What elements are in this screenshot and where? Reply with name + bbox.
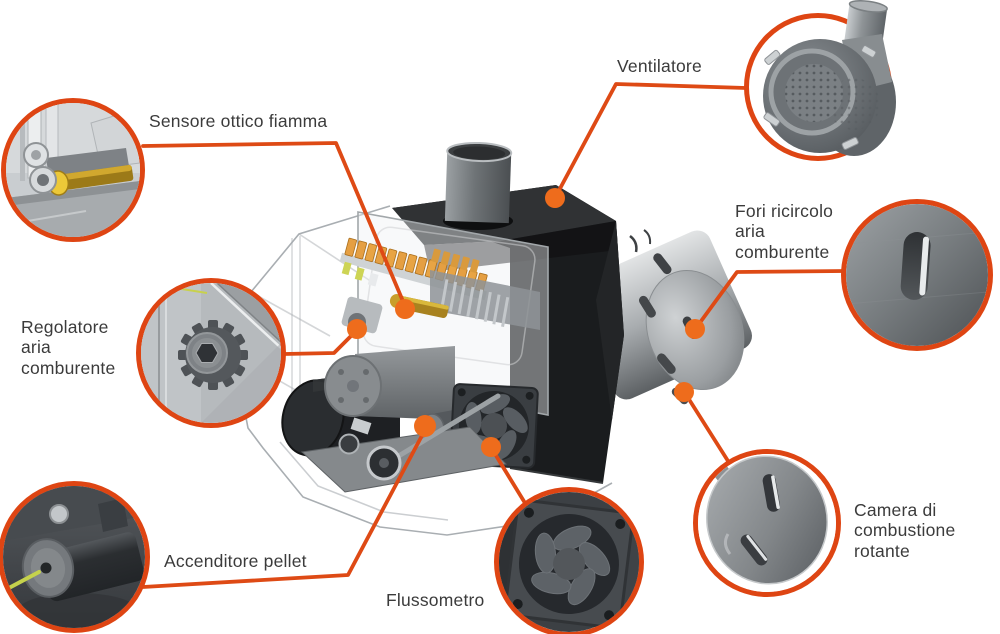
sensor-photo (6, 103, 140, 237)
dot-camera (674, 382, 694, 402)
leader-accenditore (141, 426, 428, 589)
leader-fori (694, 269, 847, 330)
igniter-photo (3, 486, 145, 628)
dot-ventilatore (545, 188, 565, 208)
dot-regolatore (347, 319, 367, 339)
dot-fori (685, 319, 705, 339)
callout-label-camera-combustione: Camera di combustione rotante (854, 500, 956, 561)
inset-fori-ricircolo (841, 199, 993, 351)
callout-label-regolatore-aria: Regolatore aria comburente (21, 317, 116, 378)
inset-flussometro (494, 487, 644, 634)
leader-sensore (141, 141, 407, 308)
leader-camera (683, 391, 730, 463)
callout-label-flussometro: Flussometro (386, 590, 485, 610)
recirculation-hole-photo (846, 204, 988, 346)
inset-sensore-ottico (1, 98, 145, 242)
callout-label-fori-ricircolo: Fori ricircolo aria comburente (735, 201, 834, 262)
inset-regolatore-aria (136, 278, 286, 428)
combustion-chamber-photo (698, 454, 836, 592)
flue-pipe (443, 141, 513, 230)
leader-flussometro (490, 447, 527, 505)
leader-ventilatore (554, 82, 748, 198)
callout-label-accenditore: Accenditore pellet (164, 551, 307, 571)
leader-regolatore (282, 328, 359, 356)
callout-label-sensore-ottico: Sensore ottico fiamma (149, 111, 328, 131)
callout-label-ventilatore: Ventilatore (617, 56, 702, 76)
gear-motor (324, 346, 455, 420)
connector-fins (430, 270, 540, 330)
inset-camera-combustione (693, 449, 841, 597)
air-regulator-photo (141, 283, 281, 423)
blower-fan-photo (763, 0, 896, 156)
flow-meter-photo (499, 492, 639, 632)
dot-sensore (395, 299, 415, 319)
dot-flussometro (481, 437, 501, 457)
dot-accenditore (414, 415, 436, 437)
leader-lines (141, 82, 847, 589)
drive-bracket (300, 393, 508, 493)
inset-accenditore (0, 481, 150, 633)
callout-dots (347, 188, 705, 457)
